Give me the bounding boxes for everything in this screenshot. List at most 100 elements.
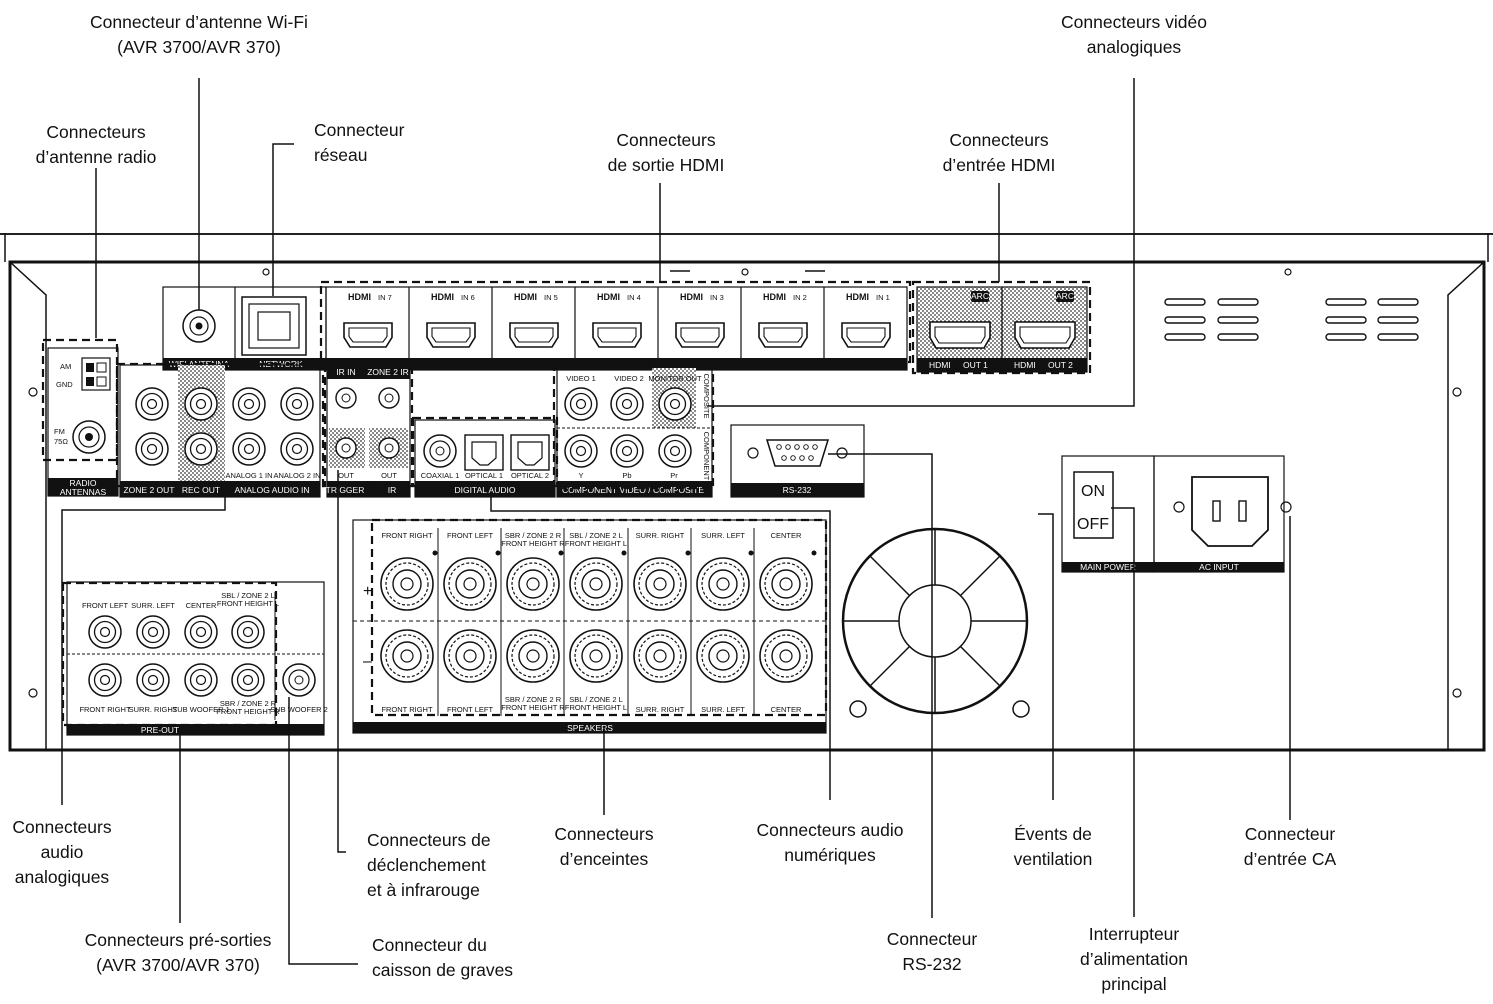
speaker-terminal-minus[interactable]: [633, 629, 687, 683]
preout-jack-top-pin: [242, 626, 254, 638]
analog-jack-bottom[interactable]: [280, 432, 314, 466]
sub2-jack[interactable]: [282, 663, 316, 697]
speaker-terminal-plus[interactable]: [696, 557, 750, 611]
speaker-terminal-minus[interactable]: [443, 629, 497, 683]
hdmi-in-label: IN 6: [461, 293, 475, 302]
callout-speakers-1: Connecteurs: [554, 824, 653, 844]
hdmi-in-port[interactable]: [592, 322, 642, 348]
preout-jack-bottom-pin: [147, 674, 159, 686]
video-jack-component[interactable]: [564, 434, 598, 468]
video-jack-component[interactable]: [610, 434, 644, 468]
hdmi-in-port[interactable]: [426, 322, 476, 348]
preout-jack-bottom-pin: [99, 674, 111, 686]
callouts: Connecteur d’antenne Wi-Fi (AVR 3700/AVR…: [12, 12, 1336, 994]
video-jack-composite-pin: [575, 398, 587, 410]
preout-jack-top[interactable]: [184, 615, 218, 649]
speaker-top-label-1: FRONT HEIGHT L: [565, 539, 627, 548]
callout-hdmi-out-1: Connecteurs: [616, 130, 715, 150]
callout-power-2: d’alimentation: [1080, 949, 1188, 969]
speaker-terminal-minus[interactable]: [759, 629, 813, 683]
preout-top-label-0: CENTER: [186, 601, 217, 610]
speaker-terminal-minus[interactable]: [380, 629, 434, 683]
speaker-terminal-minus[interactable]: [696, 629, 750, 683]
callout-hdmi-out-2: de sortie HDMI: [608, 155, 725, 175]
video-jack-composite[interactable]: [564, 387, 598, 421]
pr-label: Pr: [670, 471, 678, 480]
callout-radio-1: Connecteurs: [46, 122, 145, 142]
monitor-out-label: MONITOR OUT: [648, 374, 702, 383]
speaker-terminal-plus[interactable]: [759, 557, 813, 611]
speaker-terminal-ring: [771, 569, 801, 599]
speaker-terminal-plus[interactable]: [380, 557, 434, 611]
analog-jack-top[interactable]: [135, 387, 169, 421]
preout-jack-bottom[interactable]: [231, 663, 265, 697]
preout-jack-top[interactable]: [136, 615, 170, 649]
speaker-terminal-minus[interactable]: [506, 629, 560, 683]
chassis: [0, 233, 1493, 752]
network-port[interactable]: [241, 296, 307, 356]
analog-jack-top[interactable]: [184, 387, 218, 421]
speaker-terminal-plus[interactable]: [443, 557, 497, 611]
callout-power-1: Interrupteur: [1089, 924, 1180, 944]
video-jack-component[interactable]: [658, 434, 692, 468]
speakers-label: SPEAKERS: [567, 723, 613, 733]
hdmi-in-port-inner: [431, 327, 471, 343]
hdmi-in-port[interactable]: [509, 322, 559, 348]
leader-lines: [61, 78, 1291, 965]
ac-input-socket[interactable]: [1191, 476, 1269, 547]
ir-out-jack[interactable]: [378, 437, 400, 459]
analog-jack-bottom[interactable]: [135, 432, 169, 466]
rs232-panel: RS-232: [730, 424, 865, 498]
analog-jack-bottom[interactable]: [184, 432, 218, 466]
speaker-terminal-minus[interactable]: [569, 629, 623, 683]
optical1-jack[interactable]: [464, 434, 504, 471]
video-jack-composite-pin: [621, 398, 633, 410]
analog-jack-bottom[interactable]: [232, 432, 266, 466]
zone2-ir-jack[interactable]: [378, 387, 400, 409]
analog-jack-bottom-pin: [195, 443, 207, 455]
speaker-terminal-plus[interactable]: [506, 557, 560, 611]
preout-jack-bottom[interactable]: [184, 663, 218, 697]
preout-jack-top[interactable]: [231, 615, 265, 649]
pre-out-label: PRE-OUT: [141, 725, 179, 735]
analog-jack-top[interactable]: [232, 387, 266, 421]
main-power-switch[interactable]: [1073, 471, 1114, 539]
video-jack-composite-ring: [663, 392, 687, 416]
callout-audio-analog-3: analogiques: [15, 867, 110, 887]
rs232-port[interactable]: [765, 439, 830, 467]
preout-jack-bottom-ring: [189, 668, 213, 692]
speaker-terminal-hole: [526, 577, 540, 591]
video-jack-composite[interactable]: [610, 387, 644, 421]
preout-jack-top[interactable]: [88, 615, 122, 649]
hdmi-in-port[interactable]: [841, 322, 891, 348]
speaker-bottom-label-0: FRONT RIGHT: [381, 705, 433, 714]
hdmi-in-port[interactable]: [675, 322, 725, 348]
optical2-jack[interactable]: [510, 434, 550, 471]
hdmi-in-port[interactable]: [758, 322, 808, 348]
coaxial1-jack[interactable]: [423, 434, 457, 468]
speaker-terminal-ring: [771, 641, 801, 671]
rec-out-label: REC OUT: [182, 485, 220, 495]
preout-jack-bottom[interactable]: [88, 663, 122, 697]
speaker-terminal-plus[interactable]: [633, 557, 687, 611]
preout-jack-bottom[interactable]: [136, 663, 170, 697]
preout-bottom-label-0: SBR / ZONE 2 R: [220, 699, 277, 708]
callout-rs232-1: Connecteur: [887, 929, 978, 949]
analog-jack-top[interactable]: [280, 387, 314, 421]
speaker-terminal-knurl: [638, 634, 682, 678]
main-power-label: MAIN POWER: [1080, 562, 1136, 572]
hdmi-in-brand: HDMI: [680, 292, 703, 302]
trigger-out-jack[interactable]: [335, 437, 357, 459]
video-jack-composite[interactable]: [658, 387, 692, 421]
sub2-label: SUB WOOFER 2: [270, 705, 328, 714]
callout-digital-audio-1: Connecteurs audio: [757, 820, 904, 840]
video-panel: COMPONENT VIDEO / COMPOSITE VIDEO 1 VIDE…: [556, 365, 713, 498]
on-label: ON: [1081, 483, 1105, 500]
callout-speakers-2: d’enceintes: [560, 849, 649, 869]
hdmi-out-port[interactable]: [1014, 321, 1076, 349]
ir-in-jack[interactable]: [335, 387, 357, 409]
hdmi-out-port[interactable]: [929, 321, 991, 349]
speaker-terminal-plus[interactable]: [569, 557, 623, 611]
callout-vents-2: ventilation: [1014, 849, 1093, 869]
hdmi-in-port[interactable]: [343, 322, 393, 348]
